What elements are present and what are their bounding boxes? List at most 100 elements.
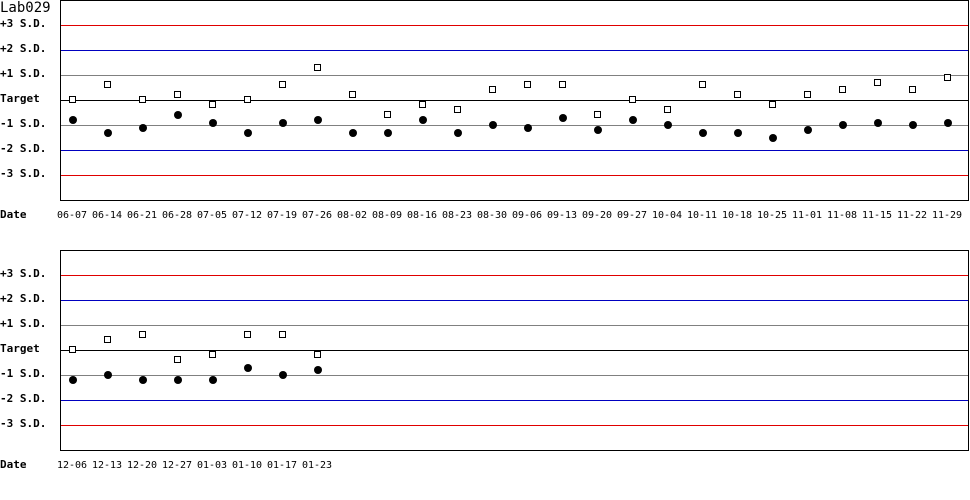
open-square-marker bbox=[104, 81, 111, 88]
open-square-marker bbox=[419, 101, 426, 108]
x-tick-label: 11-22 bbox=[896, 210, 928, 221]
x-tick-label: 09-27 bbox=[616, 210, 648, 221]
x-tick-label: 10-04 bbox=[651, 210, 683, 221]
x-tick-label: 07-12 bbox=[231, 210, 263, 221]
x-tick-label: 07-26 bbox=[301, 210, 333, 221]
filled-circle-marker bbox=[279, 118, 287, 127]
y-axis-label: +2 S.D. bbox=[0, 42, 47, 55]
filled-circle-marker bbox=[384, 128, 392, 137]
y-axis-label: Target bbox=[0, 92, 40, 105]
open-square-marker bbox=[244, 331, 251, 338]
x-tick-label: 09-20 bbox=[581, 210, 613, 221]
x-tick-label: 11-29 bbox=[931, 210, 963, 221]
minus-1sd-line bbox=[61, 375, 968, 376]
y-axis-label: +1 S.D. bbox=[0, 317, 47, 330]
open-square-marker bbox=[174, 356, 181, 363]
x-tick-label: 01-23 bbox=[301, 460, 333, 471]
open-square-marker bbox=[104, 336, 111, 343]
x-tick-label: 06-28 bbox=[161, 210, 193, 221]
open-square-marker bbox=[524, 81, 531, 88]
open-square-marker bbox=[909, 86, 916, 93]
x-tick-label: 08-23 bbox=[441, 210, 473, 221]
filled-circle-marker bbox=[699, 128, 707, 137]
filled-circle-marker bbox=[664, 121, 672, 129]
x-tick-label: 12-13 bbox=[91, 460, 123, 471]
minus-1sd-line bbox=[61, 125, 968, 126]
x-tick-label: 09-06 bbox=[511, 210, 543, 221]
filled-circle-marker bbox=[314, 366, 322, 374]
x-tick-label: 08-02 bbox=[336, 210, 368, 221]
y-axis-label: +3 S.D. bbox=[0, 17, 47, 30]
target-line bbox=[61, 350, 968, 351]
filled-circle-marker bbox=[279, 371, 287, 379]
plot-area bbox=[60, 250, 969, 451]
open-square-marker bbox=[139, 96, 146, 103]
x-tick-label: 10-11 bbox=[686, 210, 718, 221]
filled-circle-marker bbox=[349, 128, 357, 137]
x-tick-label: 12-27 bbox=[161, 460, 193, 471]
open-square-marker bbox=[69, 96, 76, 103]
open-square-marker bbox=[699, 81, 706, 88]
filled-circle-marker bbox=[209, 376, 217, 384]
target-line bbox=[61, 100, 968, 101]
minus-3sd-line bbox=[61, 425, 968, 426]
x-tick-label: 11-08 bbox=[826, 210, 858, 221]
x-tick-label: 01-17 bbox=[266, 460, 298, 471]
open-square-marker bbox=[454, 106, 461, 113]
open-square-marker bbox=[559, 81, 566, 88]
filled-circle-marker bbox=[209, 118, 217, 127]
open-square-marker bbox=[314, 63, 321, 71]
open-square-marker bbox=[279, 81, 286, 88]
open-square-marker bbox=[594, 111, 601, 118]
x-tick-label: 11-01 bbox=[791, 210, 823, 221]
x-tick-label: 10-18 bbox=[721, 210, 753, 221]
open-square-marker bbox=[174, 91, 181, 98]
filled-circle-marker bbox=[174, 376, 182, 384]
filled-circle-marker bbox=[104, 371, 112, 379]
x-tick-label: 11-15 bbox=[861, 210, 893, 221]
y-axis-label: +3 S.D. bbox=[0, 267, 47, 280]
filled-circle-marker bbox=[69, 376, 77, 384]
filled-circle-marker bbox=[489, 121, 497, 129]
x-tick-label: 01-10 bbox=[231, 460, 263, 471]
minus-2sd-line bbox=[61, 400, 968, 401]
x-tick-label: 06-07 bbox=[56, 210, 88, 221]
x-tick-label: 01-03 bbox=[196, 460, 228, 471]
open-square-marker bbox=[279, 331, 286, 338]
filled-circle-marker bbox=[419, 116, 427, 124]
plus-1sd-line bbox=[61, 325, 968, 326]
filled-circle-marker bbox=[454, 128, 462, 137]
open-square-marker bbox=[734, 91, 741, 98]
filled-circle-marker bbox=[804, 126, 812, 134]
filled-circle-marker bbox=[944, 118, 952, 127]
x-tick-label: 08-30 bbox=[476, 210, 508, 221]
chart-panel-1: +3 S.D. +2 S.D. +1 S.D. Target -1 S.D. -2 S.D… bbox=[0, 0, 970, 240]
open-square-marker bbox=[489, 86, 496, 93]
x-axis-title: Date bbox=[0, 458, 27, 471]
filled-circle-marker bbox=[839, 121, 847, 129]
filled-circle-marker bbox=[69, 116, 77, 124]
y-axis-label: -1 S.D. bbox=[0, 117, 47, 130]
x-tick-label: 12-06 bbox=[56, 460, 88, 471]
y-axis-label: -2 S.D. bbox=[0, 142, 47, 155]
filled-circle-marker bbox=[909, 121, 917, 129]
x-tick-label: 06-14 bbox=[91, 210, 123, 221]
y-axis-label: Target bbox=[0, 342, 40, 355]
y-axis-label: -2 S.D. bbox=[0, 392, 47, 405]
x-tick-label: 07-19 bbox=[266, 210, 298, 221]
open-square-marker bbox=[839, 86, 846, 93]
open-square-marker bbox=[139, 331, 146, 338]
filled-circle-marker bbox=[244, 363, 252, 372]
x-tick-label: 10-25 bbox=[756, 210, 788, 221]
y-axis-label: -3 S.D. bbox=[0, 417, 47, 430]
filled-circle-marker bbox=[769, 133, 777, 142]
y-axis-label: +1 S.D. bbox=[0, 67, 47, 80]
plot-area bbox=[60, 0, 969, 201]
open-square-marker bbox=[209, 351, 216, 358]
open-square-marker bbox=[664, 106, 671, 113]
filled-circle-marker bbox=[314, 116, 322, 124]
plus-3sd-line bbox=[61, 25, 968, 26]
open-square-marker bbox=[349, 91, 356, 98]
filled-circle-marker bbox=[104, 128, 112, 137]
plus-3sd-line bbox=[61, 275, 968, 276]
